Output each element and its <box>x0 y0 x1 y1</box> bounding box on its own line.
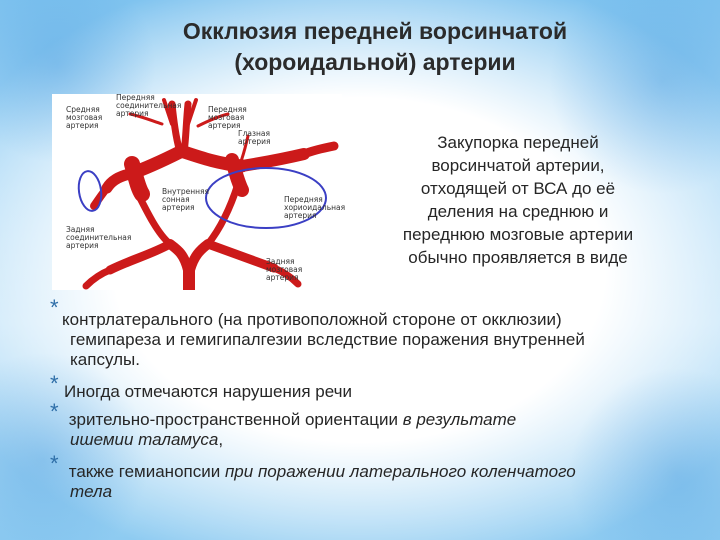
label-middle-cerebral: Средняя мозговая артерия <box>66 105 103 130</box>
bullet-3-text: зрительно-пространственной ориентации <box>64 410 403 429</box>
slide-title: Окклюзия передней ворсинчатой (хороидаль… <box>90 16 660 78</box>
label-anterior-connecting: Передняя соединительная артерия <box>116 93 182 118</box>
bullet-3-line-2: ишемии таламуса, <box>70 430 223 450</box>
label-anterior-choroidal: Передняя хориоидальная артерия <box>284 195 346 220</box>
title-line-1: Окклюзия передней ворсинчатой <box>182 18 568 44</box>
label-anterior-cerebral: Передняя мозговая артерия <box>208 105 247 130</box>
bullet-4-line-2: тела <box>70 482 113 501</box>
bullet-2-line-1: Иногда отмечаются нарушения речи <box>64 382 352 401</box>
bullet-4-line-1: также гемианопсии при поражении латераль… <box>64 462 576 482</box>
bullet-marker: * <box>50 399 59 424</box>
bullet-marker: * <box>50 371 59 396</box>
bullet-4-text: также гемианопсии <box>64 462 225 481</box>
bullet-1-line-3: капсулы. <box>70 350 140 369</box>
title-line-2: (хороидальной) артерии <box>234 49 516 75</box>
label-posterior-connecting: Задняя соединительная артерия <box>66 225 132 250</box>
side-description: Закупорка передней ворсинчатой артерии, … <box>402 133 634 267</box>
bullet-3-line-1: зрительно-пространственной ориентации в … <box>64 410 517 430</box>
artery-diagram: Передняя соединительная артерия Средняя … <box>52 93 346 290</box>
bullet-4-italic: при поражении латерального коленчатого <box>224 462 576 481</box>
artery-illustration <box>77 98 339 290</box>
bullet-1-line-2: гемипареза и гемигипалгезии вследствие п… <box>70 330 585 349</box>
bullet-marker: * <box>50 295 59 320</box>
bullet-1-line-1: контрлатерального (на противоположной ст… <box>62 310 562 329</box>
label-posterior-cerebral: Задняя мозговая артерия <box>266 257 303 282</box>
bullet-3-italic: в результате <box>402 410 517 429</box>
label-ophthalmic: Глазная артерия <box>238 129 271 146</box>
bullet-marker: * <box>50 451 59 476</box>
label-internal-carotid: Внутренняя сонная артерия <box>162 187 210 212</box>
bullet-3-italic-2: ишемии таламуса <box>70 430 219 449</box>
bullet-3-comma: , <box>218 430 224 449</box>
